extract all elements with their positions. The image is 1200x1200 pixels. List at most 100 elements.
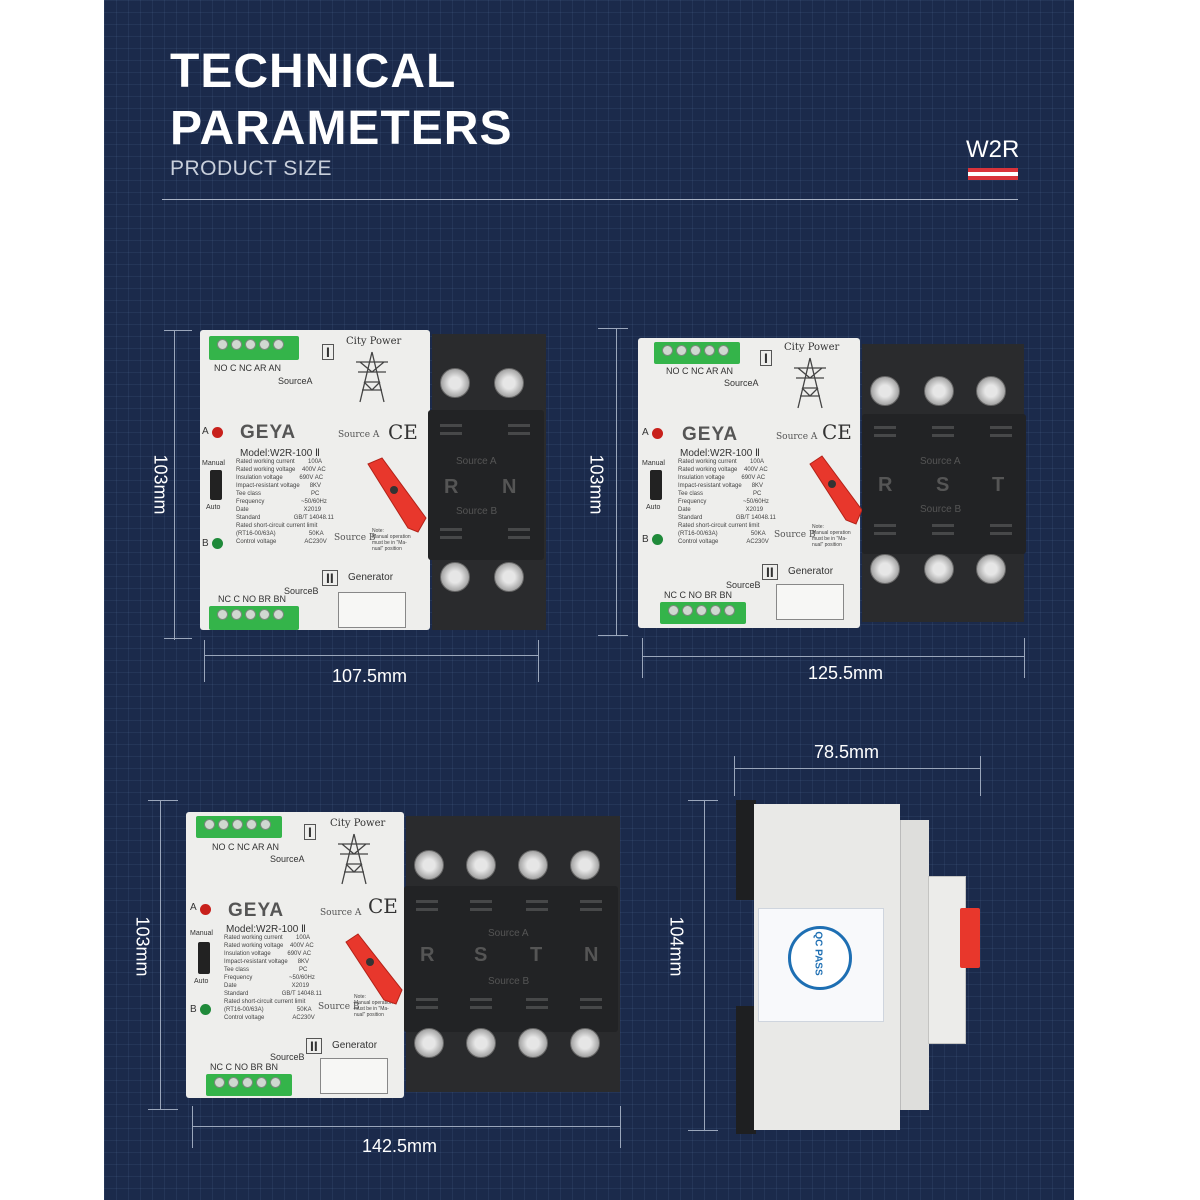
- flag-stripe: [968, 176, 1018, 180]
- roman-one-label: I: [322, 344, 334, 360]
- switch-section: Source A R S T N Source B: [404, 886, 618, 1032]
- dim-tick: [688, 800, 718, 801]
- source-a-terminal-label: SourceA: [270, 854, 305, 864]
- roman-two-label: II: [322, 570, 338, 586]
- led-a-label: A: [642, 427, 649, 438]
- bottom-screw: [976, 554, 1006, 584]
- dim-tick: [620, 1106, 621, 1148]
- phase-label: T: [530, 944, 543, 966]
- top-screw: [570, 850, 600, 880]
- operating-handle[interactable]: [340, 930, 406, 1006]
- power-tower-icon: [794, 357, 826, 409]
- led-a-indicator: [652, 428, 663, 439]
- dim-tick: [192, 1106, 193, 1148]
- manual-label: Manual: [642, 460, 665, 467]
- page-title-line2: PARAMETERS: [170, 102, 513, 155]
- phase-label: N: [584, 944, 599, 966]
- bottom-screw: [870, 554, 900, 584]
- phase-label: N: [502, 476, 517, 498]
- bottom-screw: [518, 1028, 548, 1058]
- source-b-text: Source B: [334, 533, 376, 543]
- operating-handle[interactable]: [804, 450, 866, 526]
- manual-label: Manual: [190, 930, 213, 937]
- phase-label: S: [474, 944, 488, 966]
- phase-label: T: [992, 474, 1005, 496]
- source-b-terminal-label: SourceB: [270, 1052, 305, 1062]
- mode-switch[interactable]: [198, 942, 210, 974]
- height-dim-label: 103mm: [132, 916, 153, 977]
- qc-pass-text: QC PASS: [812, 931, 824, 976]
- source-a-terminal-label: SourceA: [724, 378, 759, 388]
- bottom-screw: [440, 562, 470, 592]
- dim-tick: [642, 638, 643, 678]
- note-text: Note: Manual operation must be in "Ma- n…: [812, 524, 851, 548]
- phase-label: R: [420, 944, 435, 966]
- dim-tick: [598, 328, 628, 329]
- ce-mark: CE: [822, 420, 852, 444]
- switch-source-b: Source B: [456, 506, 498, 517]
- led-b-indicator: [212, 538, 223, 549]
- power-tower-icon: [338, 833, 370, 885]
- led-a-indicator: [200, 904, 211, 915]
- bottom-screw: [570, 1028, 600, 1058]
- operating-handle[interactable]: [360, 454, 430, 534]
- city-power-label: City Power: [346, 336, 402, 347]
- top-screw: [440, 368, 470, 398]
- height-dim-label: 104mm: [666, 916, 687, 977]
- top-screw: [976, 376, 1006, 406]
- dim-tick: [204, 640, 205, 682]
- flag-stripe: [968, 168, 1018, 172]
- top-screw: [870, 376, 900, 406]
- side-rail-top: [736, 800, 756, 900]
- bottom-screw: [494, 562, 524, 592]
- height-dim-label: 103mm: [150, 454, 171, 515]
- width-dim-line: [642, 656, 1024, 657]
- model-label: Model:W2R-100 Ⅱ: [240, 448, 320, 459]
- switch-section: Source A R S T Source B: [862, 414, 1026, 554]
- auto-label: Auto: [194, 978, 209, 985]
- switch-source-b: Source B: [488, 976, 530, 987]
- source-a-text: Source A: [338, 430, 380, 440]
- terminal-bar-top: [196, 816, 282, 838]
- auto-label: Auto: [206, 504, 221, 511]
- terminal-bar-top: [209, 336, 299, 360]
- width-dim-line: [204, 655, 538, 656]
- note-text: Note: Manual operation must be in "Ma- n…: [354, 994, 393, 1018]
- mode-switch[interactable]: [650, 470, 662, 500]
- mode-switch[interactable]: [210, 470, 222, 500]
- phase-label: S: [936, 474, 950, 496]
- switch-section: Source A R N Source B: [428, 410, 544, 560]
- ce-mark: CE: [368, 894, 398, 918]
- dim-tick: [148, 800, 178, 801]
- city-power-label: City Power: [330, 818, 386, 829]
- side-view: QC PASS: [732, 800, 982, 1134]
- unit-3p: NO C NC AR AN I City Power SourceA A GEY…: [638, 338, 1026, 628]
- dim-tick: [688, 1130, 718, 1131]
- model-label: Model:W2R-100 Ⅱ: [680, 448, 760, 459]
- bottom-screw: [924, 554, 954, 584]
- model-label: Model:W2R-100 Ⅱ: [226, 924, 306, 935]
- height-dim-line: [616, 328, 617, 636]
- led-b-label: B: [190, 1004, 197, 1015]
- side-knob[interactable]: [960, 908, 980, 968]
- switch-source-a: Source A: [488, 928, 529, 939]
- note-text: Note: Manual operation must be in "Ma- n…: [372, 528, 411, 552]
- generator-icon: [338, 592, 406, 628]
- width-dim-label: 78.5mm: [814, 742, 880, 762]
- width-dim-line: [734, 768, 980, 769]
- dim-tick: [598, 635, 628, 636]
- terminal-bar-bottom: [660, 602, 746, 624]
- spec-text: Rated working current 100A Rated working…: [678, 459, 776, 545]
- dim-tick: [148, 1109, 178, 1110]
- dim-tick: [980, 756, 981, 796]
- manual-label: Manual: [202, 460, 225, 467]
- city-power-label: City Power: [784, 342, 840, 353]
- spec-text: Rated working current 100A Rated working…: [224, 935, 322, 1021]
- top-terminal-label: NO C NC AR AN: [666, 366, 734, 376]
- top-terminal-label: NO C NC AR AN: [214, 363, 282, 373]
- led-a-indicator: [212, 427, 223, 438]
- page-title-line1: TECHNICAL: [170, 45, 457, 98]
- roman-two-label: II: [306, 1038, 322, 1054]
- source-b-terminal-label: SourceB: [284, 586, 319, 596]
- model-badge: W2R: [966, 136, 1020, 163]
